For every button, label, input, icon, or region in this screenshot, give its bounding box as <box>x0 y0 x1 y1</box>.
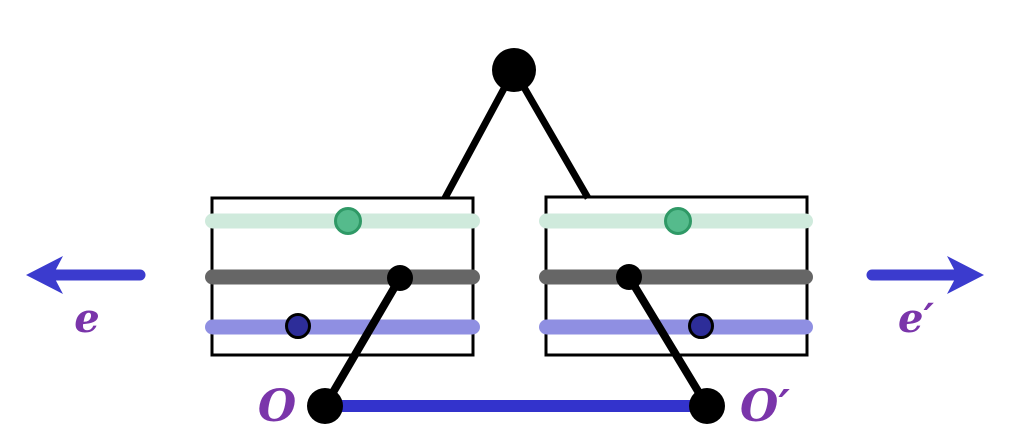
left-panel <box>205 196 480 357</box>
right-navy-marker <box>688 313 714 339</box>
left-navy-marker <box>285 313 311 339</box>
apex-to-right-panel-edge <box>510 68 592 200</box>
right-panel <box>539 195 813 357</box>
origin-left-label: O <box>258 381 296 432</box>
apex-node <box>492 48 536 92</box>
right-panel-to-origin-edge <box>625 274 711 409</box>
left-panel-to-origin-edge <box>321 275 404 409</box>
origin-right-label: O′ <box>740 381 790 432</box>
left-gray-stripe-node <box>387 265 413 291</box>
left-green-marker <box>334 207 362 235</box>
right-arrow-head-icon <box>947 256 984 294</box>
origin-left-node <box>307 388 343 424</box>
right-arrow: e′ <box>866 256 984 342</box>
right-arrow-label: e′ <box>898 295 934 342</box>
left-arrow: e <box>26 256 146 342</box>
right-gray-stripe-node <box>616 264 642 290</box>
right-green-marker <box>664 207 692 235</box>
left-arrow-label: e <box>74 295 99 342</box>
origin-right-node <box>689 388 725 424</box>
apex-to-left-panel-edge <box>441 68 518 200</box>
left-arrow-head-icon <box>26 256 63 294</box>
